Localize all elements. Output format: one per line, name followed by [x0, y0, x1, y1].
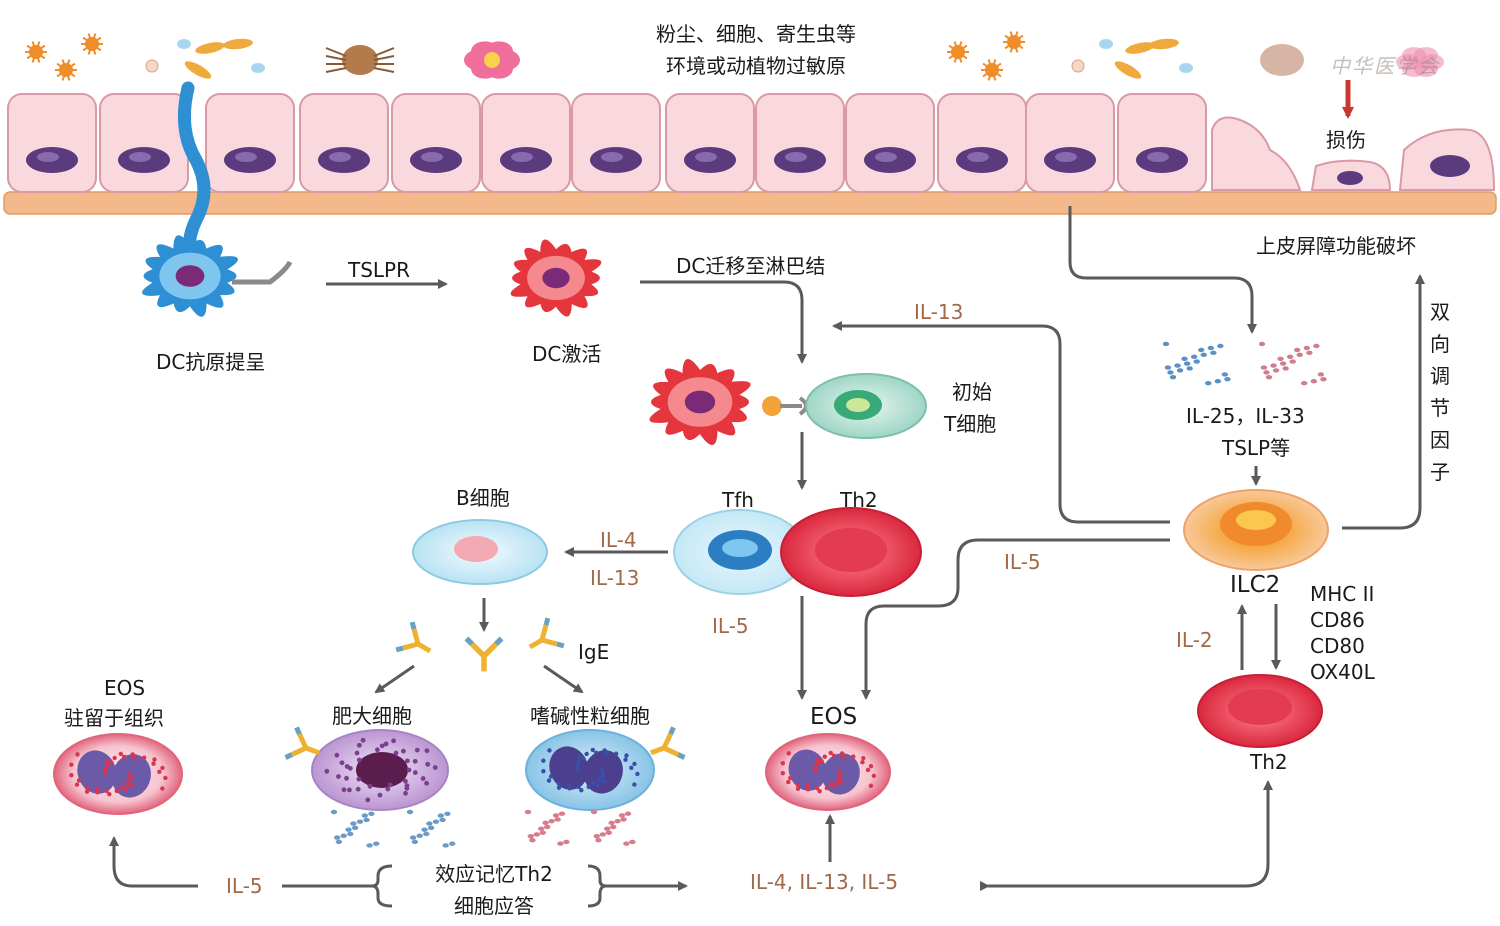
naive-t-label-line1: 初始	[952, 380, 992, 404]
epithelial-cell	[299, 93, 389, 193]
allergen-group	[25, 31, 1444, 81]
epithelial-cell	[845, 93, 935, 193]
ige-antibodies	[284, 617, 686, 760]
epithelial-cell	[1025, 93, 1115, 193]
damaged-cell	[1211, 116, 1302, 191]
arrow-il5-to-eos-left	[109, 836, 198, 888]
epithelial-cell	[937, 93, 1027, 193]
il5-mid-label: IL-5	[712, 614, 749, 638]
ilc2-label: ILC2	[1230, 572, 1281, 598]
memory-bracket-right	[587, 864, 607, 908]
arrow-cytokines-to-th2	[980, 780, 1273, 891]
epithelial-cell	[205, 93, 295, 193]
il5-ilc2-label: IL-5	[1004, 550, 1041, 574]
arrow-ige-to-baso	[543, 664, 584, 694]
b-cell-label: B细胞	[456, 486, 510, 510]
cytokine-dots	[330, 341, 1327, 848]
watermark-text: 中华医学会	[1330, 54, 1440, 78]
th2-bottom-label: Th2	[1250, 750, 1288, 774]
tslpr-label: TSLPR	[348, 258, 411, 282]
th2-mid-label: Th2	[840, 488, 878, 512]
dc-presenting-cell	[142, 235, 238, 317]
marker-ox40l: OX40L	[1310, 660, 1375, 684]
arrow-il5-to-eos	[861, 538, 1170, 700]
allergen-caption-line1: 粉尘、细胞、寄生虫等	[656, 22, 856, 46]
arrow-il13-to-dc	[832, 321, 1170, 524]
il2-label: IL-2	[1176, 628, 1213, 652]
epithelial-cell	[7, 93, 97, 193]
eos-left-label-line2: 驻留于组织	[64, 706, 164, 730]
memory-th2-line1: 效应记忆Th2	[435, 862, 553, 886]
arrow-ige-to-mast	[374, 664, 415, 694]
epithelial-cell	[99, 93, 189, 193]
basophil-cell	[525, 729, 655, 811]
dc-activated-cell	[510, 239, 602, 317]
il4-label: IL-4	[600, 528, 637, 552]
tslpr-receptor	[232, 260, 293, 285]
epithelial-cytokines-line2: TSLP等	[1222, 436, 1291, 460]
epithelium-layer	[3, 80, 1497, 215]
epithelial-cell	[755, 93, 845, 193]
arrow-dc-migration	[640, 280, 807, 364]
basement-membrane	[3, 191, 1497, 215]
marker-mhc: MHC II	[1310, 582, 1375, 606]
epithelial-cytokines-line1: IL-25，IL-33	[1186, 404, 1305, 428]
dc-presentation-label: DC抗原提呈	[156, 350, 266, 374]
dc-activation-label: DC激活	[532, 342, 602, 366]
dc-migrated-cell	[649, 359, 751, 445]
pathway-arrows	[109, 206, 1425, 908]
ige-label: IgE	[578, 640, 610, 664]
barrier-disruption-label: 上皮屏障功能破坏	[1256, 234, 1416, 258]
bidirectional-factor-label: 双向调节因子	[1430, 300, 1450, 484]
dc-dendrite	[177, 81, 211, 272]
arrow-barrier-to-cytokines	[1068, 206, 1257, 334]
epithelial-cell	[391, 93, 481, 193]
mast-cell-label: 肥大细胞	[332, 704, 412, 728]
eos-center-label: EOS	[810, 704, 858, 730]
allergen-caption-line2: 环境或动植物过敏原	[666, 54, 846, 78]
epithelial-cell	[665, 93, 755, 193]
eos-cell-center	[765, 733, 891, 811]
epithelial-cells	[7, 93, 1207, 193]
tfh-label: Tfh	[722, 488, 754, 512]
marker-cd86: CD86	[1310, 608, 1365, 632]
eos-left-label-line1: EOS	[104, 676, 146, 700]
epithelial-cell	[571, 93, 661, 193]
memory-th2-line2: 细胞应答	[454, 894, 534, 918]
il13-top-label: IL-13	[914, 300, 964, 324]
il13-b-label: IL-13	[590, 566, 640, 590]
marker-cd80: CD80	[1310, 634, 1365, 658]
damage-label: 损伤	[1326, 128, 1366, 152]
naive-t-label-line2: T细胞	[944, 412, 997, 436]
il5-bottom-label: IL-5	[226, 874, 263, 898]
eos-cell-left	[53, 733, 183, 815]
epithelial-cell	[481, 93, 571, 193]
basophil-label: 嗜碱性粒细胞	[530, 704, 650, 728]
dc-migration-label: DC迁移至淋巴结	[676, 254, 826, 278]
bottom-cytokines-label: IL-4, IL-13, IL-5	[750, 870, 899, 894]
mast-cell	[311, 729, 449, 811]
arrow-ilc2-to-barrier	[1342, 274, 1425, 530]
epithelial-cell	[1117, 93, 1207, 193]
memory-bracket-left	[371, 864, 393, 908]
